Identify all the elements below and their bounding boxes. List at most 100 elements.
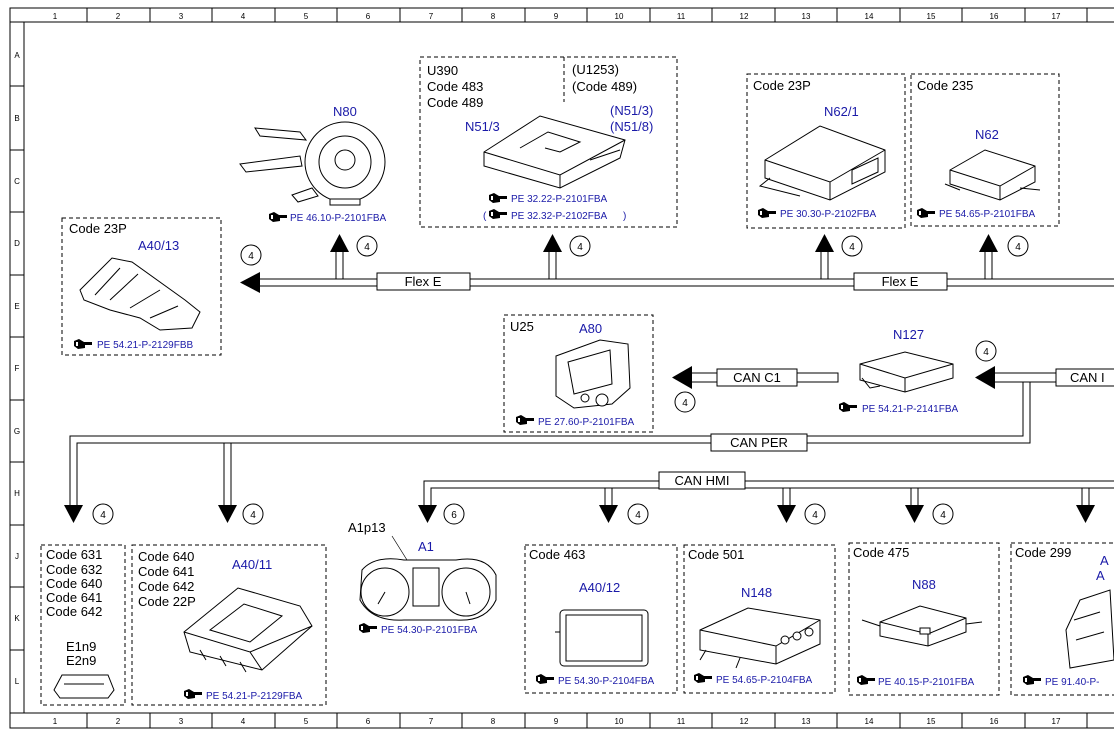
- code-label: Code 642: [138, 579, 194, 594]
- can-i-arrow: [975, 366, 995, 389]
- code-label: Code 640: [46, 576, 102, 591]
- ref-link[interactable]: PE 54.65-P-2104FBA: [716, 675, 812, 686]
- can-per-arrow: [218, 505, 237, 523]
- code-label: (U1253): [572, 62, 619, 77]
- can-hmi-arrow: [599, 505, 618, 523]
- marker-4: 4: [100, 510, 106, 521]
- ref-link[interactable]: PE 54.65-P-2101FBA: [939, 209, 1035, 220]
- code-label: Code 22P: [138, 594, 196, 609]
- ref-link[interactable]: PE 32.32-P-2102FBA: [511, 211, 607, 222]
- can-i-label: CAN I: [1070, 370, 1105, 385]
- ref-link[interactable]: PE 54.30-P-2101FBA: [381, 625, 477, 636]
- ref-link[interactable]: PE 54.21-P-2129FBA: [206, 691, 302, 702]
- flex-e-arrow-n62-1: [815, 234, 834, 252]
- flex-e-arrow-n80: [330, 234, 349, 252]
- ref-link[interactable]: PE 54.30-P-2104FBA: [558, 676, 654, 687]
- col-label: 15: [927, 12, 936, 21]
- can-c1-bus: CAN C1: [672, 366, 839, 389]
- marker-4: 4: [940, 510, 946, 521]
- pointer-icon: [536, 674, 554, 684]
- actuator-drawing: [555, 339, 631, 409]
- marker-4: 4: [682, 398, 688, 409]
- col-label: 15: [927, 717, 936, 726]
- col-label: 9: [554, 12, 559, 21]
- code-label: Code 23P: [753, 78, 811, 93]
- flex-e-label: Flex E: [882, 274, 919, 289]
- component-id: N88: [912, 577, 936, 592]
- lamp-unit-drawing: [53, 674, 115, 699]
- code-label: Code 642: [46, 604, 102, 619]
- col-label: 14: [865, 717, 874, 726]
- can-per-label: CAN PER: [730, 435, 788, 450]
- component-n62-1: Code 23P N62/1 PE 30.30-P-2102FBA: [746, 73, 906, 229]
- col-label: 16: [990, 12, 999, 21]
- ref-link[interactable]: PE 54.21-P-2129FBB: [97, 340, 193, 351]
- component-a1: A1p13 A1 PE 54.30-P-2101FBA: [348, 520, 497, 636]
- col-label: 13: [802, 717, 811, 726]
- ref-link[interactable]: PE 30.30-P-2102FBA: [780, 209, 876, 220]
- col-label: 5: [304, 717, 309, 726]
- row-ruler: A B C D E F G H J K L: [10, 51, 24, 686]
- code-label: Code 640: [138, 549, 194, 564]
- ref-link[interactable]: PE 54.21-P-2141FBA: [862, 404, 958, 415]
- component-id: (N51/8): [610, 119, 653, 134]
- flex-e-label: Flex E: [405, 274, 442, 289]
- ref-link[interactable]: PE 27.60-P-2101FBA: [538, 417, 634, 428]
- steering-column-module-drawing: [239, 121, 386, 206]
- col-label: 7: [429, 717, 434, 726]
- marker-4: 4: [1015, 242, 1021, 253]
- can-c1-arrow: [672, 366, 692, 389]
- code-label: (Code 489): [572, 79, 637, 94]
- flex-e-arrow-n62: [979, 234, 998, 252]
- col-label: 4: [241, 717, 246, 726]
- pointer-icon: [758, 208, 776, 218]
- row-label: F: [15, 364, 20, 373]
- component-n80: N80 PE 46.10-P-2101FBA: [239, 104, 386, 224]
- ref-link[interactable]: PE 32.22-P-2101FBA: [511, 194, 607, 205]
- marker-4: 4: [364, 242, 370, 253]
- row-label: D: [14, 239, 20, 248]
- marker-4: 4: [812, 510, 818, 521]
- row-label: J: [15, 552, 19, 561]
- component-id: N127: [893, 327, 924, 342]
- control-unit-drawing: [861, 605, 983, 647]
- can-hmi-arrow: [905, 505, 924, 523]
- col-label: 10: [615, 12, 624, 21]
- can-per-arrow: [64, 505, 83, 523]
- pointer-icon: [516, 415, 534, 425]
- row-label: L: [15, 677, 20, 686]
- control-unit-drawing: [699, 607, 821, 669]
- pointer-icon: [917, 208, 935, 218]
- can-hmi-arrow: [418, 505, 437, 523]
- code-label: U25: [510, 319, 534, 334]
- marker-6: 6: [451, 510, 457, 521]
- circle-markers: 4 4 4 4 4 4 4 4 4 6 4 4 4: [92, 235, 1029, 525]
- component-a80: U25 A80 PE 27.60-P-2101FBA: [503, 314, 654, 433]
- marker-4: 4: [250, 510, 256, 521]
- col-label: 14: [865, 12, 874, 21]
- component-n88: Code 475 N88 PE 40.15-P-2101FBA: [848, 542, 1000, 696]
- col-label: 8: [491, 12, 496, 21]
- code-label: Code 483: [427, 79, 483, 94]
- code-label: Code 475: [853, 545, 909, 560]
- can-c1-label: CAN C1: [733, 370, 781, 385]
- ref-link[interactable]: PE 40.15-P-2101FBA: [878, 677, 974, 688]
- ref-link[interactable]: PE 46.10-P-2101FBA: [290, 213, 386, 224]
- can-hmi-label: CAN HMI: [675, 473, 730, 488]
- code-label: Code 631: [46, 547, 102, 562]
- instrument-cluster-drawing: [359, 558, 497, 621]
- component-a40-11: Code 640 Code 641 Code 642 Code 22P A40/…: [131, 544, 327, 706]
- code-label: Code 632: [46, 562, 102, 577]
- ref-link[interactable]: PE 91.40-P-: [1045, 677, 1099, 688]
- row-label: H: [14, 489, 20, 498]
- col-label: 2: [116, 12, 121, 21]
- col-label: 12: [740, 12, 749, 21]
- col-label: 3: [179, 717, 184, 726]
- row-label: G: [14, 427, 20, 436]
- component-id: N80: [333, 104, 357, 119]
- flex-e-arrow-n51-3: [543, 234, 562, 252]
- can-per-bus: CAN PER: [64, 382, 1031, 523]
- col-label: 13: [802, 12, 811, 21]
- component-id: N62/1: [824, 104, 859, 119]
- sub-component-label: A1p13: [348, 520, 386, 535]
